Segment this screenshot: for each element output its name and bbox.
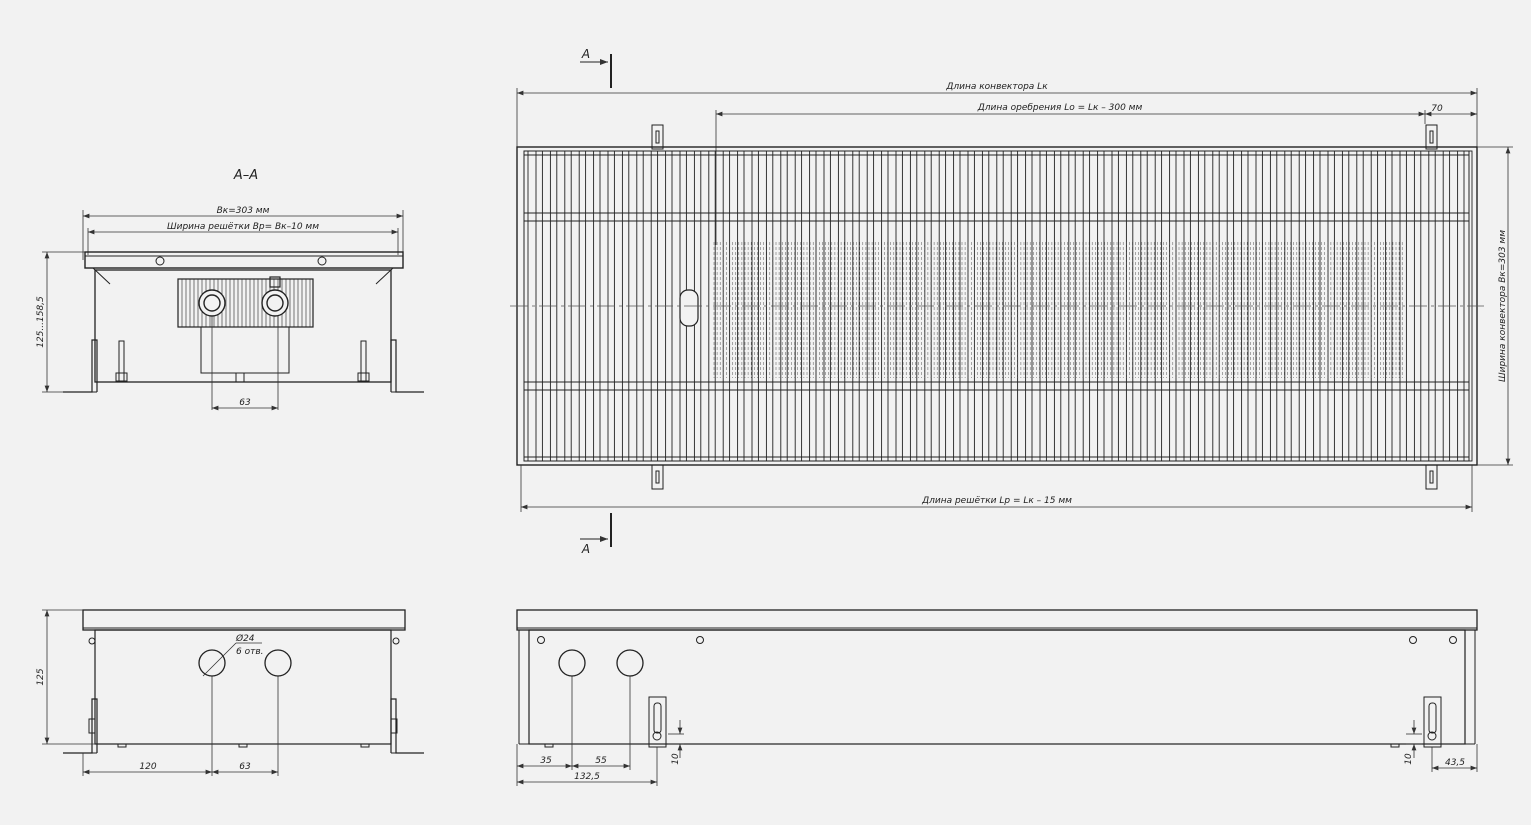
end-view: Ø24 6 отв. 125 120 63 bbox=[36, 609, 424, 776]
side-dim-10-right: 10 bbox=[1404, 753, 1414, 765]
side-dim-35: 35 bbox=[540, 756, 552, 766]
section-pipe-spacing: 63 bbox=[239, 398, 251, 408]
side-dim-132: 132,5 bbox=[574, 772, 600, 782]
section-marker-top: A bbox=[580, 47, 612, 88]
plan-width-label: Ширина конвектора Bк=303 мм bbox=[1498, 230, 1508, 382]
side-dim-55: 55 bbox=[595, 756, 607, 766]
plan-length-label: Длина конвектора Lк bbox=[945, 82, 1048, 92]
section-grille-width-label: Ширина решётки Bр= Bк–10 мм bbox=[167, 222, 319, 232]
side-dim-43: 43,5 bbox=[1445, 758, 1465, 768]
section-marker-bottom: A bbox=[580, 513, 612, 556]
end-hole-count: 6 отв. bbox=[236, 647, 264, 657]
section-width-label: Bк=303 мм bbox=[217, 206, 270, 216]
end-offset-label: 120 bbox=[139, 762, 156, 772]
end-spacing-label: 63 bbox=[239, 762, 251, 772]
section-view: A–A Bк=303 мм Ширина решётки Bр= Bк–10 м… bbox=[36, 168, 424, 411]
heat-exchanger-fins bbox=[177, 276, 314, 328]
end-hole-label: Ø24 bbox=[235, 633, 255, 644]
plan-end-offset: 70 bbox=[1431, 104, 1443, 114]
side-dim-10-left: 10 bbox=[671, 753, 681, 765]
side-view: 35 55 132,5 10 10 43,5 bbox=[516, 609, 1478, 786]
section-height-label: 125...158,5 bbox=[36, 296, 46, 348]
plan-fins bbox=[713, 242, 1403, 378]
end-height-label: 125 bbox=[36, 668, 46, 685]
section-title: A–A bbox=[233, 168, 258, 183]
plan-grille-length-label: Длина решётки Lр = Lк – 15 мм bbox=[921, 496, 1072, 506]
section-marker-bottom-label: A bbox=[581, 542, 590, 556]
plan-fin-length-label: Длина оребрения Lо = Lк – 300 мм bbox=[977, 103, 1143, 113]
section-marker-top-label: A bbox=[581, 47, 590, 61]
plan-view: A A Длина конвектора Lк Длина оребрения … bbox=[510, 47, 1513, 556]
